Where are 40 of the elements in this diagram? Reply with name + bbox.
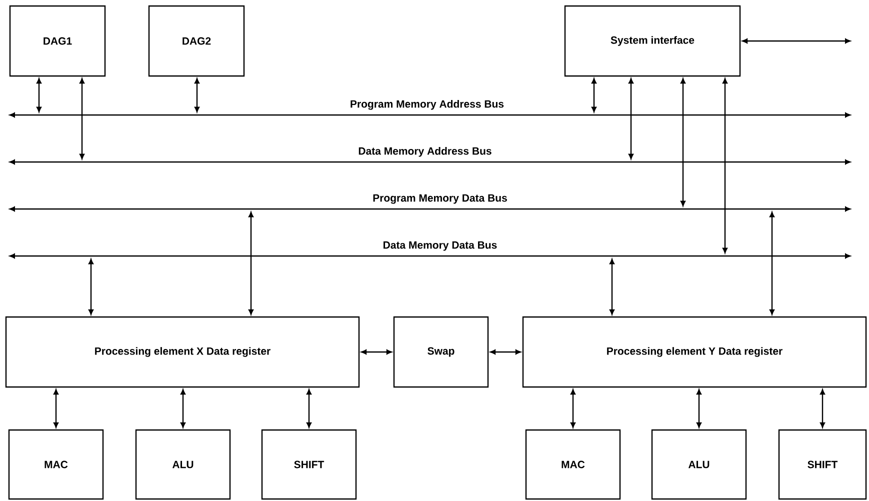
arrow bbox=[306, 389, 312, 428]
arrow bbox=[722, 78, 728, 254]
bus-line bbox=[10, 206, 850, 212]
arrow bbox=[80, 78, 84, 160]
block-box: System interface bbox=[564, 5, 741, 77]
block-box: DAG1 bbox=[9, 5, 106, 77]
block-box: Processing element Y Data register bbox=[522, 316, 867, 388]
arrow bbox=[490, 350, 521, 354]
bus-label: Data Memory Data Bus bbox=[384, 241, 497, 251]
arrow bbox=[592, 78, 596, 112]
arrow bbox=[361, 350, 392, 354]
arrow bbox=[628, 78, 634, 160]
block-box: SHIFT bbox=[261, 429, 357, 500]
bus-label: Program Memory Address Bus bbox=[350, 100, 504, 110]
arrow bbox=[770, 212, 774, 315]
arrow bbox=[610, 258, 614, 315]
arrow bbox=[54, 389, 58, 428]
arrow bbox=[88, 258, 94, 315]
block-box: ALU bbox=[651, 429, 747, 500]
arrow bbox=[180, 389, 186, 428]
arrow bbox=[820, 389, 825, 428]
block-box: ALU bbox=[135, 429, 231, 500]
arrow bbox=[194, 78, 200, 112]
arrow bbox=[36, 78, 42, 112]
bus-line bbox=[10, 254, 850, 258]
block-box: DAG2 bbox=[148, 5, 245, 77]
arrow bbox=[742, 38, 850, 44]
bus-line bbox=[10, 112, 850, 118]
block-box: MAC bbox=[8, 429, 104, 500]
arrow bbox=[570, 389, 576, 428]
bus-line bbox=[10, 160, 850, 164]
bus-label: Data Memory Address Bus bbox=[358, 147, 492, 157]
block-box: SHIFT bbox=[778, 429, 867, 500]
block-box: MAC bbox=[525, 429, 621, 500]
block-box: Swap bbox=[393, 316, 489, 388]
block-box: Processing element X Data register bbox=[5, 316, 360, 388]
arrow bbox=[680, 78, 686, 206]
arrow bbox=[696, 389, 702, 428]
arrow bbox=[248, 212, 254, 315]
bus-label: Program Memory Data Bus bbox=[373, 194, 507, 204]
